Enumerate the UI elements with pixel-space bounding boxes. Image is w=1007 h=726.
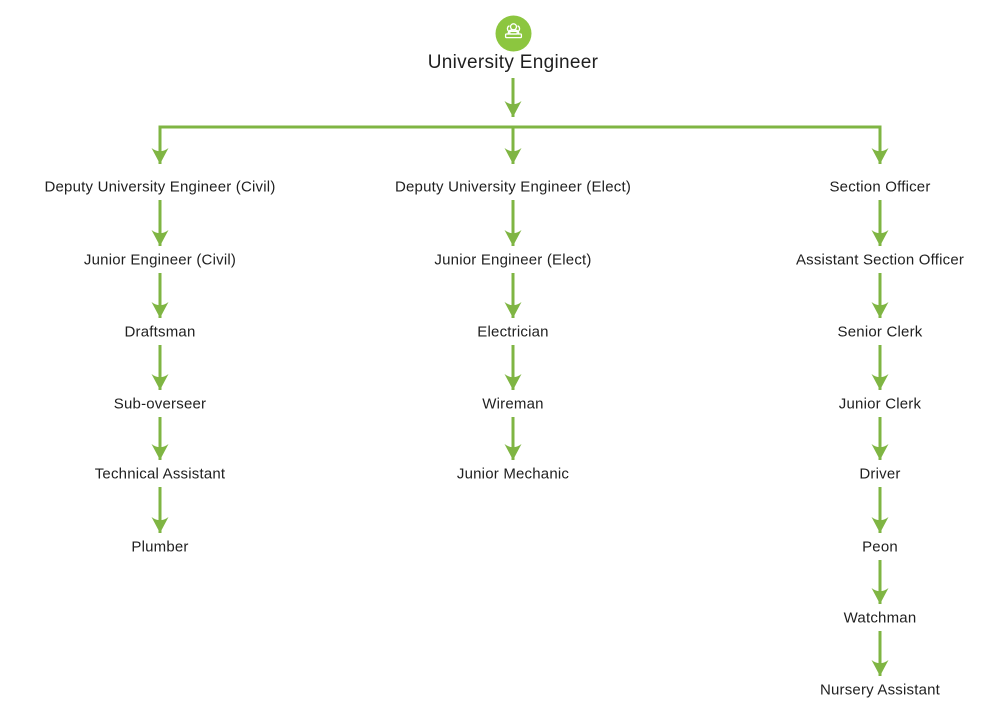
node-assistant-section-officer: Assistant Section Officer xyxy=(795,251,965,269)
node-junior-clerk: Junior Clerk xyxy=(838,395,922,413)
node-junior-engineer-civil: Junior Engineer (Civil) xyxy=(83,251,237,269)
node-peon: Peon xyxy=(862,538,898,556)
node-junior-mechanic: Junior Mechanic xyxy=(456,465,570,483)
node-electrician: Electrician xyxy=(477,323,549,341)
node-draftsman: Draftsman xyxy=(124,323,196,341)
node-nursery-assistant: Nursery Assistant xyxy=(819,681,941,699)
node-driver: Driver xyxy=(859,465,901,483)
node-technical-assistant: Technical Assistant xyxy=(94,465,226,483)
node-junior-engineer-elect: Junior Engineer (Elect) xyxy=(434,251,592,269)
node-senior-clerk: Senior Clerk xyxy=(837,323,923,341)
node-sub-overseer: Sub-overseer xyxy=(113,395,207,413)
node-deputy-university-engineer-elect: Deputy University Engineer (Elect) xyxy=(394,178,632,196)
node-section-officer: Section Officer xyxy=(829,178,931,196)
node-deputy-university-engineer-civil: Deputy University Engineer (Civil) xyxy=(44,178,276,196)
engineer-at-desk-icon xyxy=(495,15,532,52)
node-wireman: Wireman xyxy=(482,395,544,413)
node-watchman: Watchman xyxy=(843,609,917,627)
node-plumber: Plumber xyxy=(131,538,189,556)
root-node-label: University Engineer xyxy=(427,52,599,73)
